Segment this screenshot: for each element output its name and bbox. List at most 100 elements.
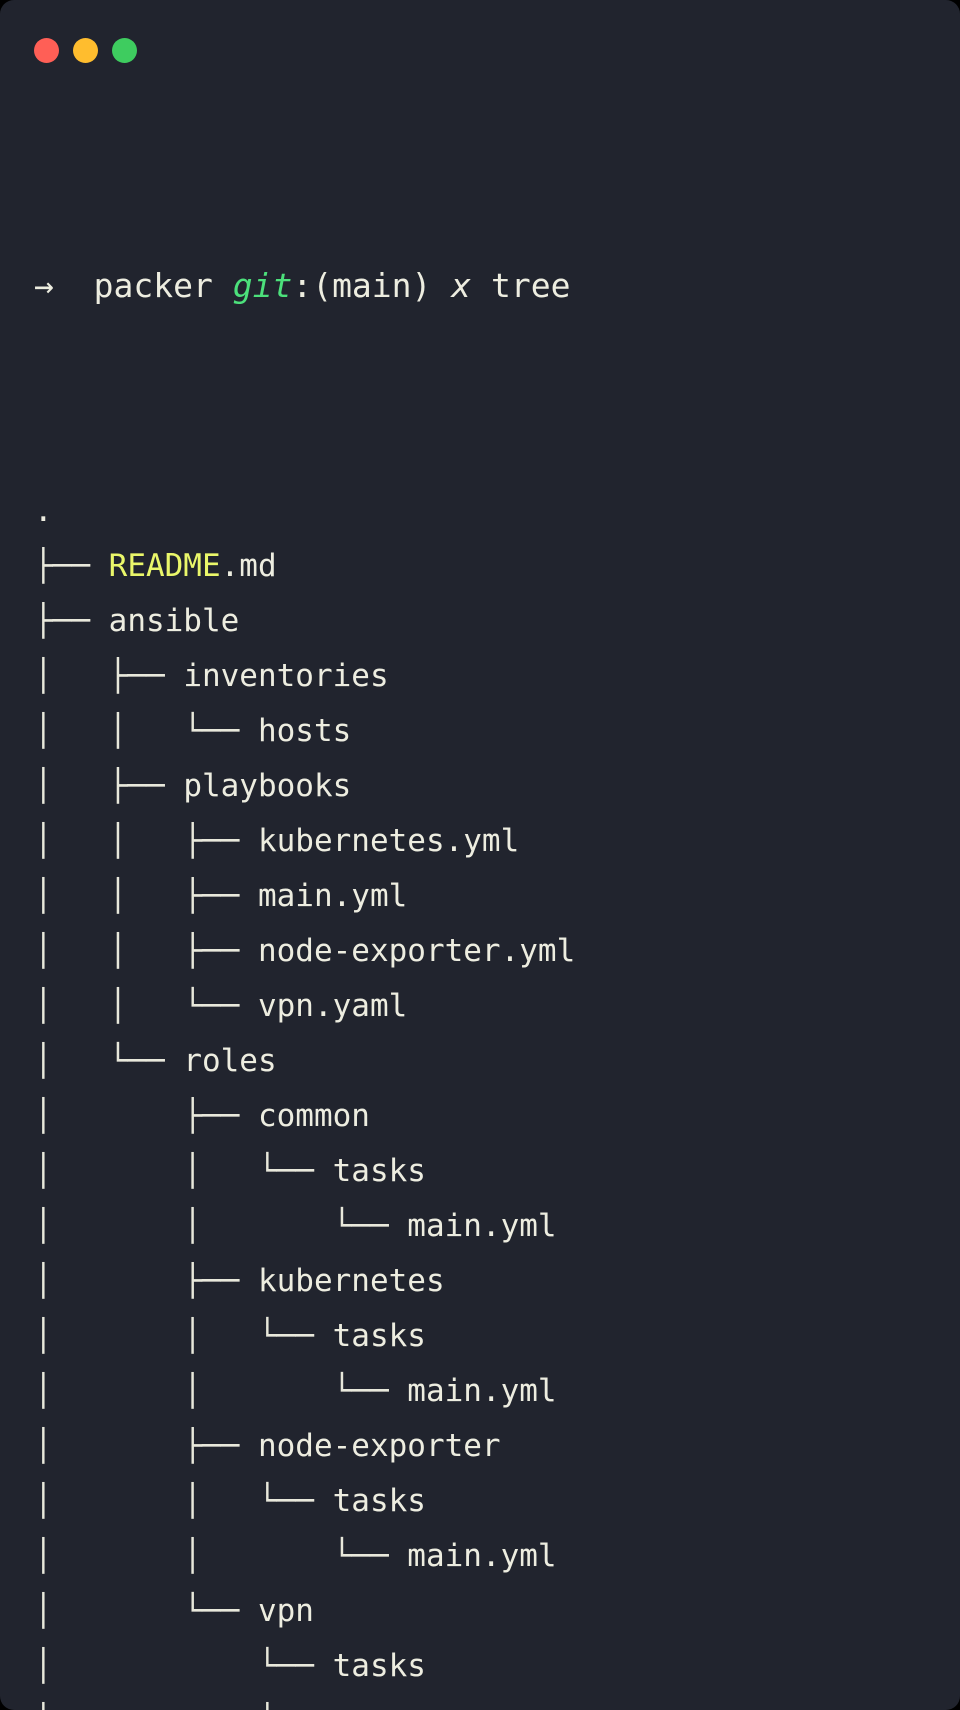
tree-branch-connector: └── <box>257 1318 333 1354</box>
prompt-git-branch: :(main) <box>292 266 432 305</box>
tree-line: ├── README.md <box>34 539 960 594</box>
tree-indent-guides: │ <box>34 768 109 804</box>
tree-line: │ └── vpn <box>34 1584 960 1639</box>
tree-entry-name: tasks <box>332 1153 426 1189</box>
tree-indent-guides: │ │ <box>34 1538 333 1574</box>
tree-line: │ ├── kubernetes <box>34 1254 960 1309</box>
tree-entry-stem: README <box>108 548 221 584</box>
tree-indent-guides: │ │ <box>34 1153 258 1189</box>
tree-branch-connector: └── <box>183 1593 258 1629</box>
tree-entry-name: tasks <box>332 1483 426 1519</box>
tree-line: │ │ └── hosts <box>34 704 960 759</box>
tree-entry-name: vpn <box>257 1593 314 1629</box>
prompt-git-label: git <box>232 266 293 305</box>
maximize-window-button[interactable] <box>112 38 137 63</box>
prompt-command: tree <box>491 266 571 305</box>
tree-entry-name: common <box>257 1098 370 1134</box>
tree-indent-guides: │ <box>34 1648 258 1684</box>
tree-indent-guides: │ │ <box>34 1208 333 1244</box>
tree-indent-guides: │ │ <box>34 823 184 859</box>
tree-indent-guides: │ │ <box>34 1483 258 1519</box>
tree-line: │ │ └── main.yml <box>34 1199 960 1254</box>
tree-branch-connector: ├── <box>183 878 258 914</box>
tree-entry-name: inventories <box>183 658 389 694</box>
shell-prompt-line: → packer git:(main) x tree <box>34 253 960 319</box>
tree-indent-guides: │ │ <box>34 1703 333 1710</box>
tree-line: │ ├── common <box>34 1089 960 1144</box>
tree-line: │ │ ├── node-exporter.yml <box>34 924 960 979</box>
tree-branch-connector: ├── <box>108 768 184 804</box>
tree-line: │ │ └── tasks <box>34 1474 960 1529</box>
tree-entry-extension: .md <box>220 548 277 584</box>
prompt-gap-4 <box>471 266 491 305</box>
tree-branch-connector: ├── <box>183 1263 258 1299</box>
prompt-gap-3 <box>431 266 451 305</box>
tree-branch-connector: └── <box>183 713 258 749</box>
tree-entry-name: node-exporter.yml <box>257 933 576 969</box>
close-window-button[interactable] <box>34 38 59 63</box>
tree-line: │ └── roles <box>34 1034 960 1089</box>
tree-entry-name: kubernetes.yml <box>257 823 520 859</box>
tree-line: │ │ ├── kubernetes.yml <box>34 814 960 869</box>
tree-branch-connector: ├── <box>183 1098 258 1134</box>
tree-branch-connector: └── <box>332 1538 408 1574</box>
tree-line: │ │ └── main.yml <box>34 1529 960 1584</box>
prompt-dirty-flag: x <box>451 266 472 305</box>
tree-indent-guides: │ <box>34 1428 184 1464</box>
tree-line: │ └── tasks <box>34 1639 960 1694</box>
tree-line: │ ├── node-exporter <box>34 1419 960 1474</box>
tree-line: │ │ └── main.yml <box>34 1364 960 1419</box>
tree-branch-connector: └── <box>257 1648 333 1684</box>
tree-entry-name: tasks <box>332 1648 426 1684</box>
tree-indent-guides: │ │ <box>34 933 184 969</box>
tree-line: │ ├── playbooks <box>34 759 960 814</box>
tree-line: │ │ └── tasks <box>34 1309 960 1364</box>
tree-indent-guides: │ <box>34 1098 184 1134</box>
tree-entry-name: vpn.yaml <box>257 988 408 1024</box>
tree-entry-name: node-exporter <box>257 1428 501 1464</box>
tree-indent-guides: │ <box>34 1043 109 1079</box>
tree-entry-name: playbooks <box>183 768 352 804</box>
tree-branch-connector: ├── <box>183 823 258 859</box>
tree-line: ├── ansible <box>34 594 960 649</box>
tree-branch-connector: └── <box>332 1208 408 1244</box>
tree-line: │ │ └── tasks <box>34 1144 960 1199</box>
tree-line: │ │ <box>34 1694 960 1710</box>
tree-entry-name: main.yml <box>257 878 408 914</box>
tree-branch-connector: ├── <box>183 1428 258 1464</box>
tree-branch-connector: └── <box>257 1153 333 1189</box>
tree-entry-name: hosts <box>257 713 352 749</box>
tree-indent-guides: │ <box>34 1263 184 1299</box>
tree-branch-connector: └── <box>183 988 258 1024</box>
tree-entry-name: tasks <box>332 1318 426 1354</box>
tree-indent-guides: │ <box>34 658 109 694</box>
tree-indent-guides: │ │ <box>34 1373 333 1409</box>
tree-entry-name: roles <box>183 1043 277 1079</box>
tree-branch-connector: └── <box>108 1043 184 1079</box>
tree-branch-connector: └── <box>332 1373 408 1409</box>
tree-indent-guides: │ │ <box>34 988 184 1024</box>
tree-branch-connector: ├── <box>34 603 109 639</box>
tree-indent-guides: │ │ <box>34 713 184 749</box>
prompt-arrow-icon: → <box>34 266 54 305</box>
prompt-gap-2 <box>213 266 233 305</box>
tree-line: │ │ └── vpn.yaml <box>34 979 960 1034</box>
tree-line: │ │ ├── main.yml <box>34 869 960 924</box>
tree-indent-guides: │ <box>34 1593 184 1629</box>
tree-entry-name: main.yml <box>407 1373 557 1409</box>
prompt-gap-1 <box>54 266 94 305</box>
tree-branch-connector: ├── <box>183 933 258 969</box>
tree-entry-name: ansible <box>108 603 240 639</box>
titlebar <box>0 0 960 88</box>
minimize-window-button[interactable] <box>73 38 98 63</box>
tree-branch-connector: └── <box>257 1483 333 1519</box>
tree-branch-connector: ├── <box>108 658 184 694</box>
tree-entry-name: README.md <box>109 548 277 584</box>
tree-entry-name: main.yml <box>407 1208 557 1244</box>
tree-entry-name: kubernetes <box>257 1263 445 1299</box>
tree-output: .├── README.md├── ansible│ ├── inventori… <box>34 484 960 1710</box>
terminal-output-area[interactable]: → packer git:(main) x tree .├── README.m… <box>0 88 960 1710</box>
tree-indent-guides: │ │ <box>34 1318 258 1354</box>
tree-entry-name: main.yml <box>407 1538 557 1574</box>
